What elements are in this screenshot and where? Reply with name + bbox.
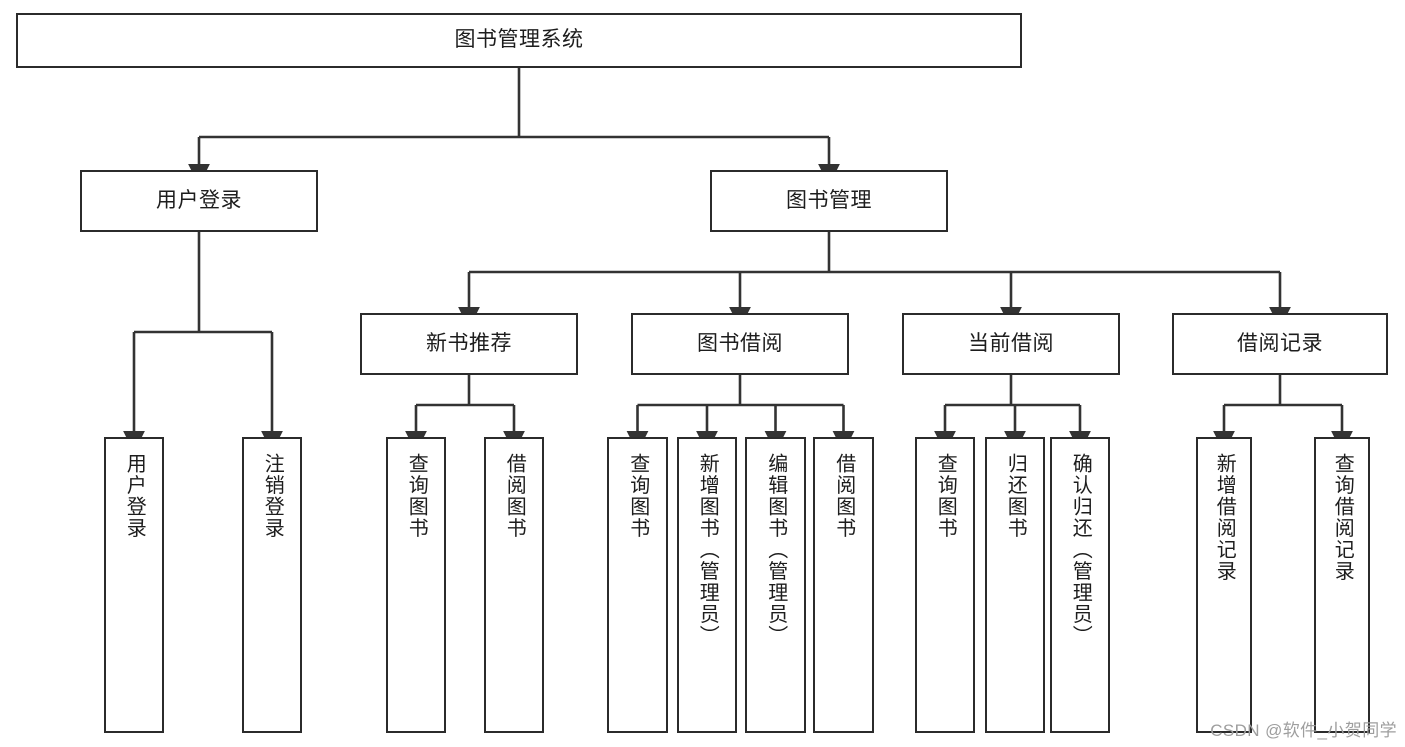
- node-leaf-query-book-2[interactable]: 查询图书: [607, 437, 668, 733]
- node-leaf-edit-book[interactable]: 编辑图书（管理员）: [745, 437, 806, 733]
- node-label: 查询图书: [934, 453, 957, 539]
- node-leaf-borrow-book-1[interactable]: 借阅图书: [484, 437, 544, 733]
- node-label: 借阅记录: [1237, 331, 1323, 355]
- node-leaf-confirm-return[interactable]: 确认归还（管理员）: [1050, 437, 1110, 733]
- node-label: 图书管理: [786, 188, 872, 212]
- node-leaf-query-book-3[interactable]: 查询图书: [915, 437, 975, 733]
- node-book-manage[interactable]: 图书管理: [710, 170, 948, 232]
- node-leaf-borrow-book-2[interactable]: 借阅图书: [813, 437, 874, 733]
- node-label: 新增图书（管理员）: [696, 453, 719, 647]
- node-leaf-add-record[interactable]: 新增借阅记录: [1196, 437, 1252, 733]
- node-label: 图书借阅: [697, 331, 783, 355]
- node-book-borrow[interactable]: 图书借阅: [631, 313, 849, 375]
- node-label: 借阅图书: [832, 453, 855, 539]
- node-label: 注销登录: [261, 453, 284, 539]
- node-leaf-logout[interactable]: 注销登录: [242, 437, 302, 733]
- node-new-book-recommend[interactable]: 新书推荐: [360, 313, 578, 375]
- node-label: 新书推荐: [426, 331, 512, 355]
- node-label: 查询借阅记录: [1331, 453, 1354, 582]
- node-borrow-record[interactable]: 借阅记录: [1172, 313, 1388, 375]
- node-label: 编辑图书（管理员）: [764, 453, 787, 647]
- node-leaf-user-login[interactable]: 用户登录: [104, 437, 164, 733]
- node-label: 确认归还（管理员）: [1069, 453, 1092, 647]
- watermark-label: CSDN @软件_小贺同学: [1210, 721, 1397, 740]
- node-label: 归还图书: [1004, 453, 1027, 539]
- node-leaf-query-book-1[interactable]: 查询图书: [386, 437, 446, 733]
- node-root[interactable]: 图书管理系统: [16, 13, 1022, 68]
- node-label: 图书管理系统: [454, 28, 584, 52]
- node-label: 用户登录: [156, 188, 242, 212]
- node-label: 查询图书: [626, 453, 649, 539]
- node-user-login[interactable]: 用户登录: [80, 170, 318, 232]
- node-label: 新增借阅记录: [1213, 453, 1236, 582]
- node-leaf-add-book[interactable]: 新增图书（管理员）: [677, 437, 737, 733]
- node-label: 借阅图书: [503, 453, 526, 539]
- node-current-borrow[interactable]: 当前借阅: [902, 313, 1120, 375]
- node-label: 用户登录: [123, 453, 146, 539]
- node-label: 查询图书: [405, 453, 428, 539]
- node-label: 当前借阅: [968, 331, 1054, 355]
- node-leaf-return-book[interactable]: 归还图书: [985, 437, 1045, 733]
- node-leaf-query-record[interactable]: 查询借阅记录: [1314, 437, 1370, 733]
- edge-group: [123, 68, 1353, 453]
